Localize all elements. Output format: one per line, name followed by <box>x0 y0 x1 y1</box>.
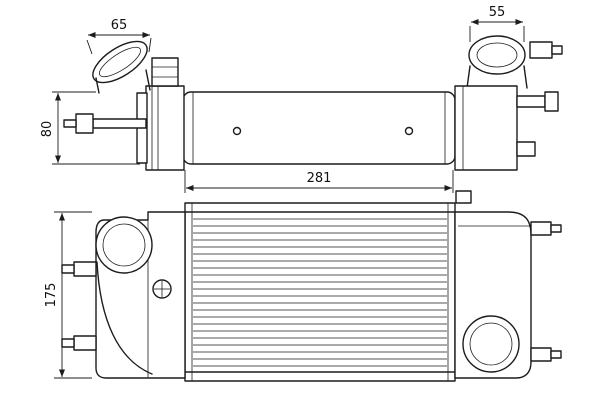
dimension-175: 175 <box>44 211 92 379</box>
dimension-55: 55 <box>469 5 525 42</box>
core-fins <box>193 218 447 367</box>
left-pipe-bore <box>99 46 141 78</box>
dim-label-core-width: 281 <box>307 171 332 186</box>
right-flange-inner <box>469 322 513 366</box>
left-pipe-clamp-block <box>151 57 179 87</box>
left-mounting-rod-top <box>63 113 147 134</box>
right-tab-lower <box>516 141 536 157</box>
top-view: 65 55 80 281 <box>40 5 563 193</box>
left-tank-front <box>95 211 186 379</box>
dimension-281: 281 <box>184 170 454 193</box>
right-top-tab <box>455 190 472 204</box>
drain-plug <box>152 279 172 299</box>
left-mounting-pins <box>61 261 97 351</box>
right-mounting-pins <box>530 221 562 362</box>
right-pipe-bore <box>476 42 518 68</box>
right-tank-top <box>454 41 563 171</box>
front-view: 175 <box>44 190 562 382</box>
right-tank-front <box>454 190 532 379</box>
core-front-outline <box>184 202 456 382</box>
right-flange-outer <box>462 315 520 373</box>
tank-contour-curve <box>96 261 153 375</box>
core-top <box>182 91 456 165</box>
dimension-80: 80 <box>40 91 140 165</box>
dim-label-pipe-right: 55 <box>489 5 506 20</box>
right-outlet-pipe <box>466 35 528 89</box>
core-top-outline <box>182 91 456 165</box>
left-inlet-pipe <box>92 40 179 94</box>
rivet-hole-left <box>232 126 242 136</box>
core-front <box>184 202 456 382</box>
dimension-65: 65 <box>86 18 152 55</box>
right-pipe-opening <box>468 35 526 75</box>
dim-label-pipe-left: 65 <box>111 18 128 33</box>
left-flange-inner <box>102 223 146 267</box>
left-flange-outer <box>95 216 153 274</box>
dim-label-depth: 80 <box>40 121 55 138</box>
rivet-hole-right <box>404 126 414 136</box>
left-pipe-opening <box>92 40 148 84</box>
right-bracket-upper <box>529 41 553 59</box>
right-tank-top-body <box>454 85 518 171</box>
right-mounting-rod-top <box>516 95 546 108</box>
dim-label-core-height: 175 <box>44 283 59 308</box>
